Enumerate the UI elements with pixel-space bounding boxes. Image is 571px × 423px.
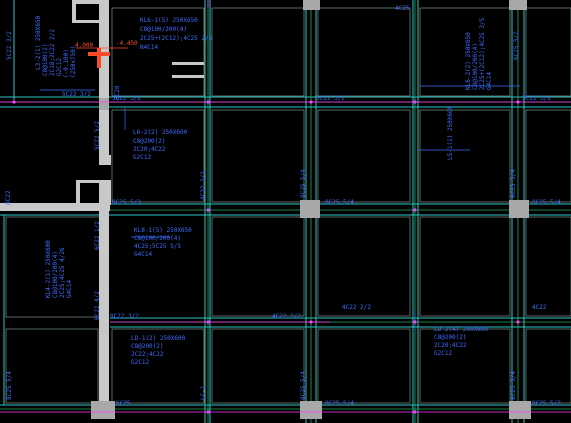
label-kl8-stirrup: C8@100/200(4) <box>134 235 181 242</box>
label-l3-top: 2C18;2C22 2/2 <box>49 29 56 76</box>
label-bot-8c25-54b: 8C25 5/4 <box>325 400 354 407</box>
label-kl6r-side: G4C14 <box>486 72 493 90</box>
label-c-4c22-c: 4C22 2/2 <box>342 304 371 311</box>
label-ld2-side: G2C12 <box>434 350 452 357</box>
label-ld2-head: LD-2(4) 250X600 <box>434 326 489 333</box>
label-kl6-top: 2C25+(2C12);4C25 2/5 <box>140 35 213 42</box>
label-bot-4c22: 4C22 <box>532 304 547 311</box>
label-ld-stirrup: C8@200(2) <box>131 343 164 350</box>
grid-markers <box>12 100 520 414</box>
label-c-8c25-54c: 8C25 5/4 <box>532 199 561 206</box>
label-col-5c22: 5C22 3/2 <box>112 95 141 102</box>
label-bot-8c25-54c: 8C25 5/4 <box>510 371 517 400</box>
label-left-5c22: 5C22 3/2 <box>6 31 13 60</box>
leader-lines <box>40 85 520 330</box>
label-kl4-top: 2C25;4C25 4/26 <box>59 247 66 298</box>
label-c-8c25-53: 8C25 5/3 <box>112 199 141 206</box>
annotation-lines <box>0 0 571 413</box>
label-kl6-head: KL6-1(5) 250X650 <box>140 17 198 24</box>
label-kl4-head: KL4-2(1) 250X600 <box>45 240 52 298</box>
label-kl8-top: 4C25;5C25 5/5 <box>134 243 181 250</box>
label-c-6c22-12: 6C22 1/2 <box>94 221 101 250</box>
label-kl4-side: G4C14 <box>66 280 73 298</box>
label-col-c22: 5C22 5/2 <box>94 121 101 150</box>
label-l6-top: 2C20;4C22 <box>133 146 166 153</box>
label-ld2-stirrup: C8@200(2) <box>434 334 467 341</box>
label-kl8-head: KL8-1(5) 250X650 <box>134 227 192 234</box>
label-c-8c25-54b: 8C25 5/4 <box>325 199 354 206</box>
label-level-b: -4.450 <box>116 40 138 47</box>
label-c-8c22-32: 8C22 3/2 <box>110 313 139 320</box>
label-l3-extra: (-0.100) <box>63 49 70 78</box>
slab-outlines <box>5 7 571 404</box>
label-far-5c22: 5C22 3/2 <box>522 95 551 102</box>
label-c-4c22-a: 4C22 2/2 <box>200 171 207 200</box>
label-kl6r-head: KL6-2(2) 250X650 <box>465 32 472 90</box>
label-ld-head: LD-1(2) 250X600 <box>131 335 186 342</box>
label-left-8c22: 8C22 <box>5 190 12 205</box>
drawing-labels: 4C25 KL6-1(5) 250X650 C8@100/200(4) 2C25… <box>5 5 561 407</box>
label-bot-8c25-52: 8C25 5/2 <box>532 400 561 407</box>
label-c-6c25: 6C25 5/2 <box>513 31 520 60</box>
label-kl6r-stirrup: C8@100/200(4) <box>472 43 479 90</box>
label-ld-top: 2C22;4C22 <box>131 351 164 358</box>
elevation-marker <box>76 47 128 68</box>
label-bot-8c25-54: 8C25 5/4 <box>300 371 307 400</box>
label-c-8c25-54a: 8C25 5/4 <box>300 169 307 198</box>
label-l6-side: G2C12 <box>133 154 151 161</box>
label-l3-head: L3-2(1) 250X650 <box>35 15 42 70</box>
label-l3-dim: (250x750) <box>70 45 77 78</box>
label-kl6r-top: 2C25+(2C12);4C25 3/5 <box>479 17 486 90</box>
columns <box>91 0 531 419</box>
label-ld-side: G2C12 <box>131 359 149 366</box>
label-l3-side: G2C12 <box>56 58 63 76</box>
label-right-8c25-b: 8C25 5/4 <box>6 371 13 400</box>
label-l5-head: L5-1(1) 250X600 <box>447 105 454 160</box>
label-mid-5c22: 5C22 3/2 <box>62 91 91 98</box>
walls <box>0 0 204 411</box>
label-c-4c22-b: 4C22 2/2 <box>272 313 301 320</box>
label-l6-stirrup: C8@200(2) <box>133 138 166 145</box>
label-level-a: 4.000 <box>75 42 93 49</box>
label-ld2-top: 2C20;4C22 <box>434 342 467 349</box>
label-bot-6c25: 6C25 <box>116 400 131 407</box>
label-l6-head: L6-2(2) 250X600 <box>133 129 188 136</box>
label-top-4c25: 4C25 <box>395 5 410 12</box>
label-l3-stirrup: C8@100(2) <box>42 43 49 76</box>
label-lc: LC-1 <box>200 385 207 400</box>
label-kl6-stirrup: C8@100/200(4) <box>140 26 187 33</box>
label-right-5c22: 5C22 3/2 <box>316 95 345 102</box>
label-kl6-side: N4C14 <box>140 44 158 51</box>
label-c-6c22-42: 6C22 4/2 <box>94 291 101 320</box>
label-kl8-side: G4C14 <box>134 251 152 258</box>
label-right-8c25: 8C25 5/4 <box>510 169 517 198</box>
label-beam-8c20: 8C20 <box>114 85 121 100</box>
label-kl4-stirrup: C8@100/200(4) <box>52 251 59 298</box>
